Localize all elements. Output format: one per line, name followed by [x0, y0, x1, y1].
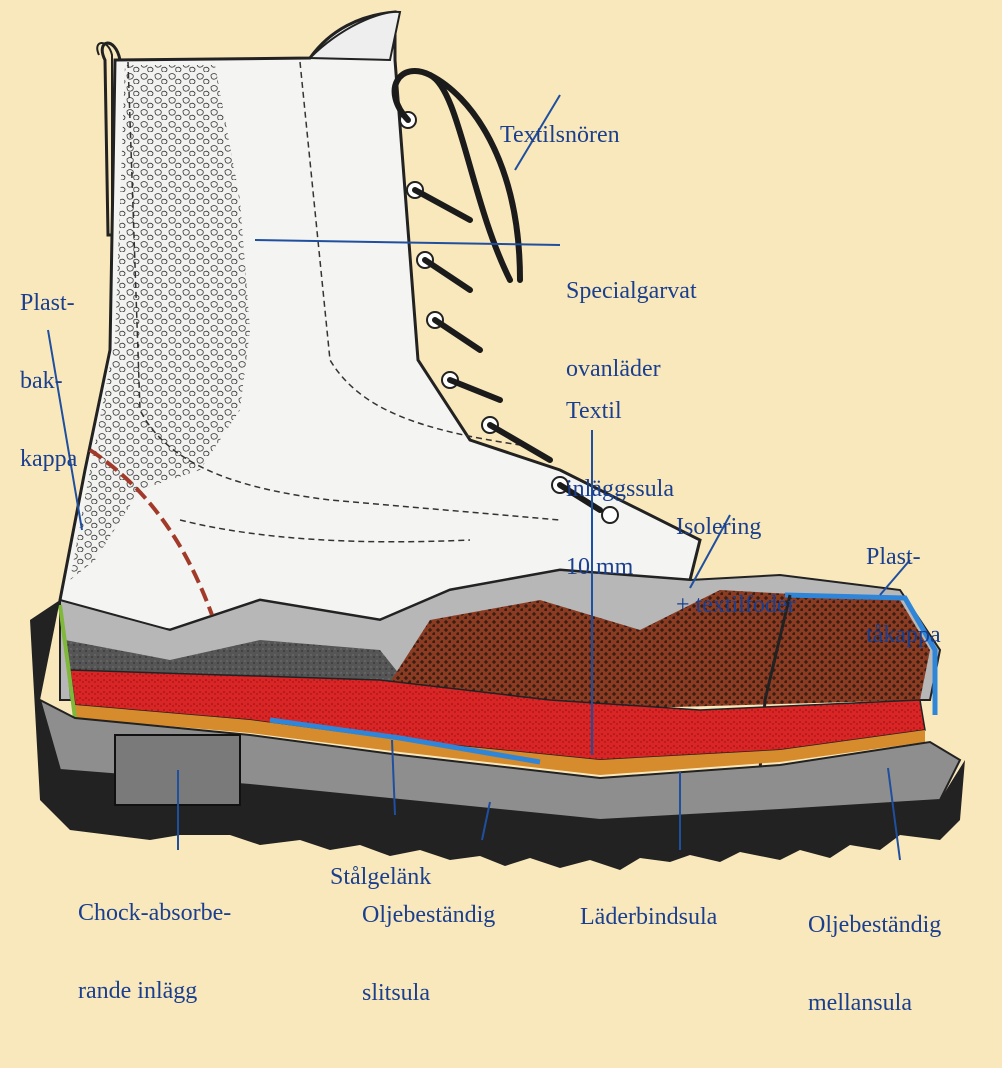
label-takappa: Plast- tåkappa — [866, 492, 941, 700]
label-isolering: Isolering + textilfoder — [676, 462, 796, 670]
label-inlaggssula: Textil inläggssula 10 mm — [566, 346, 674, 632]
label-laderbindsula: Läderbindsula — [580, 852, 717, 982]
label-bakkappa: Plast- bak- kappa — [20, 238, 77, 524]
label-mellansula: Oljebeständig mellansula — [808, 860, 941, 1068]
label-textilsnoren: Textilsnören — [500, 70, 620, 200]
boot-cross-section-diagram: Textilsnören Specialgarvat ovanläder Pla… — [0, 0, 1002, 915]
label-chock: Chock-absorbe- rande inlägg — [78, 848, 231, 1056]
label-slitsula: Oljebeständig slitsula — [362, 850, 495, 1058]
